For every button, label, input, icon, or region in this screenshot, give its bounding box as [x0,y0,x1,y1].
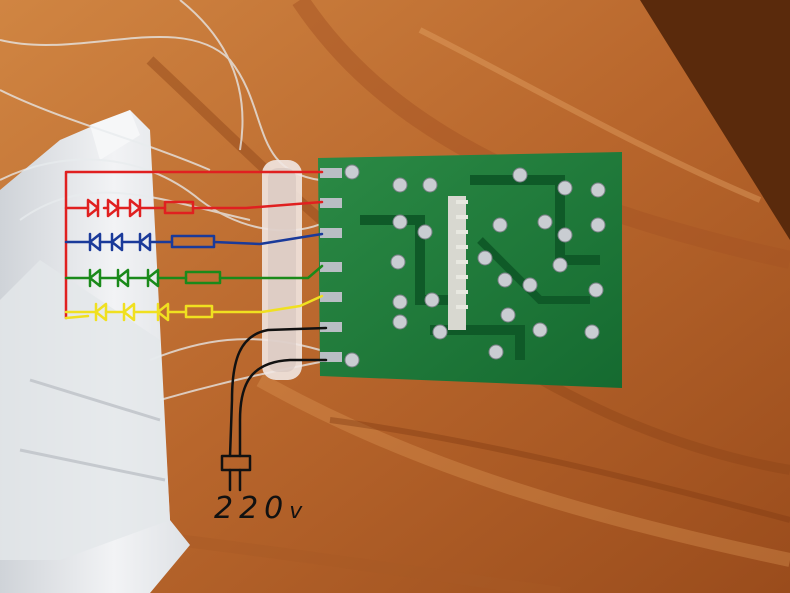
yellow-led-chain [64,294,324,322]
pcb-board [318,152,622,388]
power-plug-icon [220,454,252,492]
voltage-annotation: 220v [214,494,302,524]
mains-wires [228,326,328,458]
green-led-chain [64,264,324,288]
wire-connector [262,160,302,380]
circuit-annotations [64,170,328,492]
blue-led-chain [64,232,324,252]
voltage-value: 220 [214,491,290,526]
red-common-wire [64,170,324,320]
plastic-housing [0,110,190,593]
red-led-chain [64,198,324,218]
voltage-unit: v [289,499,303,524]
